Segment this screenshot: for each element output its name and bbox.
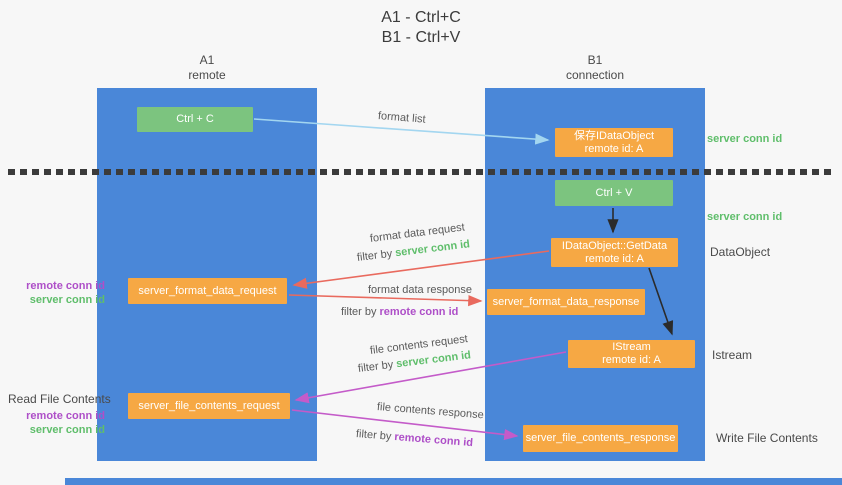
node-ctrl-v-label: Ctrl + V <box>595 186 633 199</box>
filter-key-2: remote conn id <box>379 306 459 318</box>
label-file-contents-response: file contents response <box>376 401 485 422</box>
filter-prefix-2: filter by <box>341 306 380 318</box>
label-filter-by-remote-conn-id-2: filter by remote conn id <box>356 428 474 449</box>
node-istream-line1: IStream <box>612 341 651 353</box>
background-window-strip <box>65 478 842 485</box>
node-idataobject-getdata-line1: IDataObject::GetData <box>561 239 668 252</box>
filter-key-1: server conn id <box>394 238 471 260</box>
lane-b1-id: B1 <box>587 53 603 67</box>
node-save-idataobject-line1: 保存IDataObject <box>573 129 655 142</box>
filter-prefix-1: filter by <box>356 247 396 264</box>
annotation-remote-conn-id-left-bottom: remote conn id <box>26 410 105 422</box>
annotation-istream: Istream <box>712 348 753 362</box>
annotation-dataobject: DataObject <box>710 245 771 259</box>
title-line-2: B1 - Ctrl+V <box>381 29 461 46</box>
annotation-read-file-contents: Read File Contents <box>8 392 111 406</box>
annotation-remote-conn-id-left-top: remote conn id <box>26 280 105 292</box>
node-server-format-data-request: server_format_data_request <box>128 278 287 304</box>
node-server-file-contents-request: server_file_contents_request <box>128 393 290 419</box>
node-server-format-data-request-label: server_format_data_request <box>138 284 277 297</box>
annotation-server-conn-id-right-mid: server conn id <box>707 211 783 223</box>
node-server-file-contents-request-label: server_file_contents_request <box>138 399 280 412</box>
annotation-server-conn-id-left-bottom: server conn id <box>29 424 105 436</box>
node-istream: IStream remote id: A <box>568 340 695 368</box>
lane-header-a1: A1 remote <box>97 53 317 83</box>
node-server-format-data-response: server_format_data_response <box>487 289 645 315</box>
lane-a1-subtitle: remote <box>188 68 226 82</box>
lane-b1-subtitle: connection <box>565 68 625 82</box>
annotation-write-file-contents: Write File Contents <box>716 431 818 445</box>
node-idataobject-getdata-line2: remote id: A <box>585 252 644 265</box>
node-ctrl-c: Ctrl + C <box>137 107 253 132</box>
node-idataobject-getdata: IDataObject::GetData remote id: A <box>551 238 678 267</box>
label-format-list: format list <box>377 110 427 126</box>
node-ctrl-v: Ctrl + V <box>555 180 673 206</box>
node-server-format-data-response-label: server_format_data_response <box>492 295 640 308</box>
annotation-server-conn-id-right-top: server conn id <box>707 133 783 145</box>
node-server-file-contents-response: server_file_contents_response <box>523 425 678 452</box>
filter-key-4: remote conn id <box>393 431 474 450</box>
filter-prefix-3: filter by <box>357 358 397 375</box>
node-save-idataobject-line2: remote id: A <box>584 142 644 155</box>
lane-a1-id: A1 <box>199 53 215 67</box>
node-ctrl-c-label: Ctrl + C <box>176 113 214 125</box>
label-format-data-response: format data response <box>368 284 472 296</box>
lane-header-b1: B1 connection <box>485 53 705 83</box>
node-istream-line2: remote id: A <box>602 354 661 366</box>
diagram-title: A1 - Ctrl+C B1 - Ctrl+V <box>0 8 842 48</box>
annotation-server-conn-id-left-top: server conn id <box>29 294 105 306</box>
filter-prefix-4: filter by <box>355 428 395 444</box>
node-server-file-contents-response-label: server_file_contents_response <box>525 432 676 444</box>
title-line-1: A1 - Ctrl+C <box>381 9 461 26</box>
node-save-idataobject: 保存IDataObject remote id: A <box>555 128 673 157</box>
label-filter-by-remote-conn-id-1: filter by remote conn id <box>341 306 458 318</box>
